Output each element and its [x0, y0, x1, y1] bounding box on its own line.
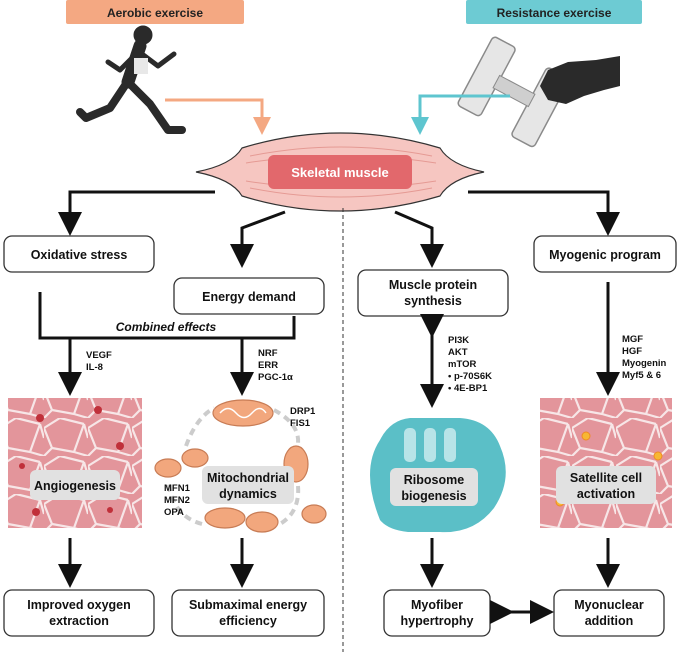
mito-cycle-arrows	[166, 406, 301, 526]
mito-dynamics-panel: Mitochondrial dynamics	[154, 399, 327, 533]
energy-demand-box: Energy demand	[173, 277, 325, 315]
myonuclear-addition-box: Myonuclear addition	[553, 589, 665, 637]
mps-label-line1: Muscle protein	[389, 278, 477, 292]
marker-mtor: mTOR	[448, 359, 476, 370]
myogenic-program-box: Myogenic program	[533, 235, 677, 273]
myonuclear-line1: Myonuclear	[574, 598, 644, 612]
satellite-panel: Satellite cell activation	[540, 398, 672, 528]
mitochondria-icons	[154, 399, 327, 533]
vegf-markers: VEGF IL-8	[86, 350, 112, 373]
bottom-arrows	[58, 538, 620, 588]
marker-opa: OPA	[164, 507, 184, 518]
improved-oxygen-line1: Improved oxygen	[27, 598, 131, 612]
marker-akt: AKT	[448, 347, 468, 358]
marker-hgf: HGF	[622, 346, 642, 357]
hand-icon	[540, 56, 620, 104]
marker-drp1: DRP1	[290, 406, 316, 417]
aerobic-header: Aerobic exercise	[66, 0, 244, 24]
marker-4ebp1: • 4E-BP1	[448, 383, 488, 394]
marker-vegf: VEGF	[86, 350, 112, 361]
mfn-markers: MFN1 MFN2 OPA	[164, 483, 191, 518]
drp-markers: DRP1 FIS1	[290, 406, 316, 429]
submaximal-energy-line1: Submaximal energy	[189, 598, 307, 612]
resistance-header-label: Resistance exercise	[497, 6, 612, 20]
combined-effects-label: Combined effects	[116, 320, 217, 334]
satellite-label-line1: Satellite cell	[570, 471, 642, 485]
angiogenesis-panel: Angiogenesis	[8, 398, 142, 528]
branch-arrows	[58, 190, 620, 268]
angiogenesis-label: Angiogenesis	[34, 479, 116, 493]
skeletal-muscle-label: Skeletal muscle	[291, 165, 389, 180]
submaximal-energy-box: Submaximal energy efficiency	[171, 589, 325, 637]
myonuclear-line2: addition	[585, 614, 634, 628]
nrf-markers: NRF ERR PGC-1α	[258, 348, 293, 383]
mito-dynamics-label-line2: dynamics	[219, 487, 277, 501]
improved-oxygen-line2: extraction	[49, 614, 109, 628]
ribosome-panel: Ribosome biogenesis	[370, 418, 506, 533]
marker-mgf: MGF	[622, 334, 643, 345]
marker-mfn2: MFN2	[164, 495, 190, 506]
marker-nrf: NRF	[258, 348, 278, 359]
marker-myogenin: Myogenin	[622, 358, 667, 369]
combined-effects-connector	[38, 292, 296, 396]
runner-icon	[76, 25, 186, 134]
marker-myf5: Myf5 & 6	[622, 370, 661, 381]
marker-fis1: FIS1	[290, 418, 311, 429]
marker-mfn1: MFN1	[164, 483, 191, 494]
pi3k-markers: PI3K AKT mTOR • p-70S6K • 4E-BP1	[448, 335, 492, 394]
mps-label-line2: synthesis	[404, 294, 462, 308]
marker-pgc: PGC-1α	[258, 372, 293, 383]
muscle-protein-synthesis-box: Muscle protein synthesis	[357, 269, 509, 317]
improved-oxygen-box: Improved oxygen extraction	[3, 589, 155, 637]
myofiber-hypertrophy-box: Myofiber hypertrophy	[383, 589, 491, 637]
skeletal-muscle: Skeletal muscle	[195, 132, 485, 212]
marker-p70s6k: • p-70S6K	[448, 371, 492, 382]
energy-demand-label: Energy demand	[202, 290, 296, 304]
marker-err: ERR	[258, 360, 278, 371]
oxidative-stress-label: Oxidative stress	[31, 248, 128, 262]
vessel-marks	[19, 406, 124, 516]
marker-il8: IL-8	[86, 362, 103, 373]
marker-pi3k: PI3K	[448, 335, 469, 346]
resistance-arrow	[411, 94, 510, 135]
oxidative-stress-box: Oxidative stress	[3, 235, 155, 273]
dumbbell-icon	[457, 36, 620, 148]
myogenic-program-label: Myogenic program	[549, 248, 661, 262]
satellite-label-line2: activation	[577, 487, 635, 501]
resistance-header: Resistance exercise	[466, 0, 642, 24]
submaximal-energy-line2: efficiency	[219, 614, 277, 628]
myofiber-line1: Myofiber	[411, 598, 463, 612]
myofiber-line2: hypertrophy	[401, 614, 474, 628]
ribosome-label-line2: biogenesis	[401, 489, 466, 503]
mgf-markers: MGF HGF Myogenin Myf5 & 6	[622, 334, 667, 381]
ribosome-label-line1: Ribosome	[404, 473, 464, 487]
aerobic-header-label: Aerobic exercise	[107, 6, 203, 20]
aerobic-arrow	[165, 98, 271, 135]
mito-dynamics-label-line1: Mitochondrial	[207, 471, 289, 485]
